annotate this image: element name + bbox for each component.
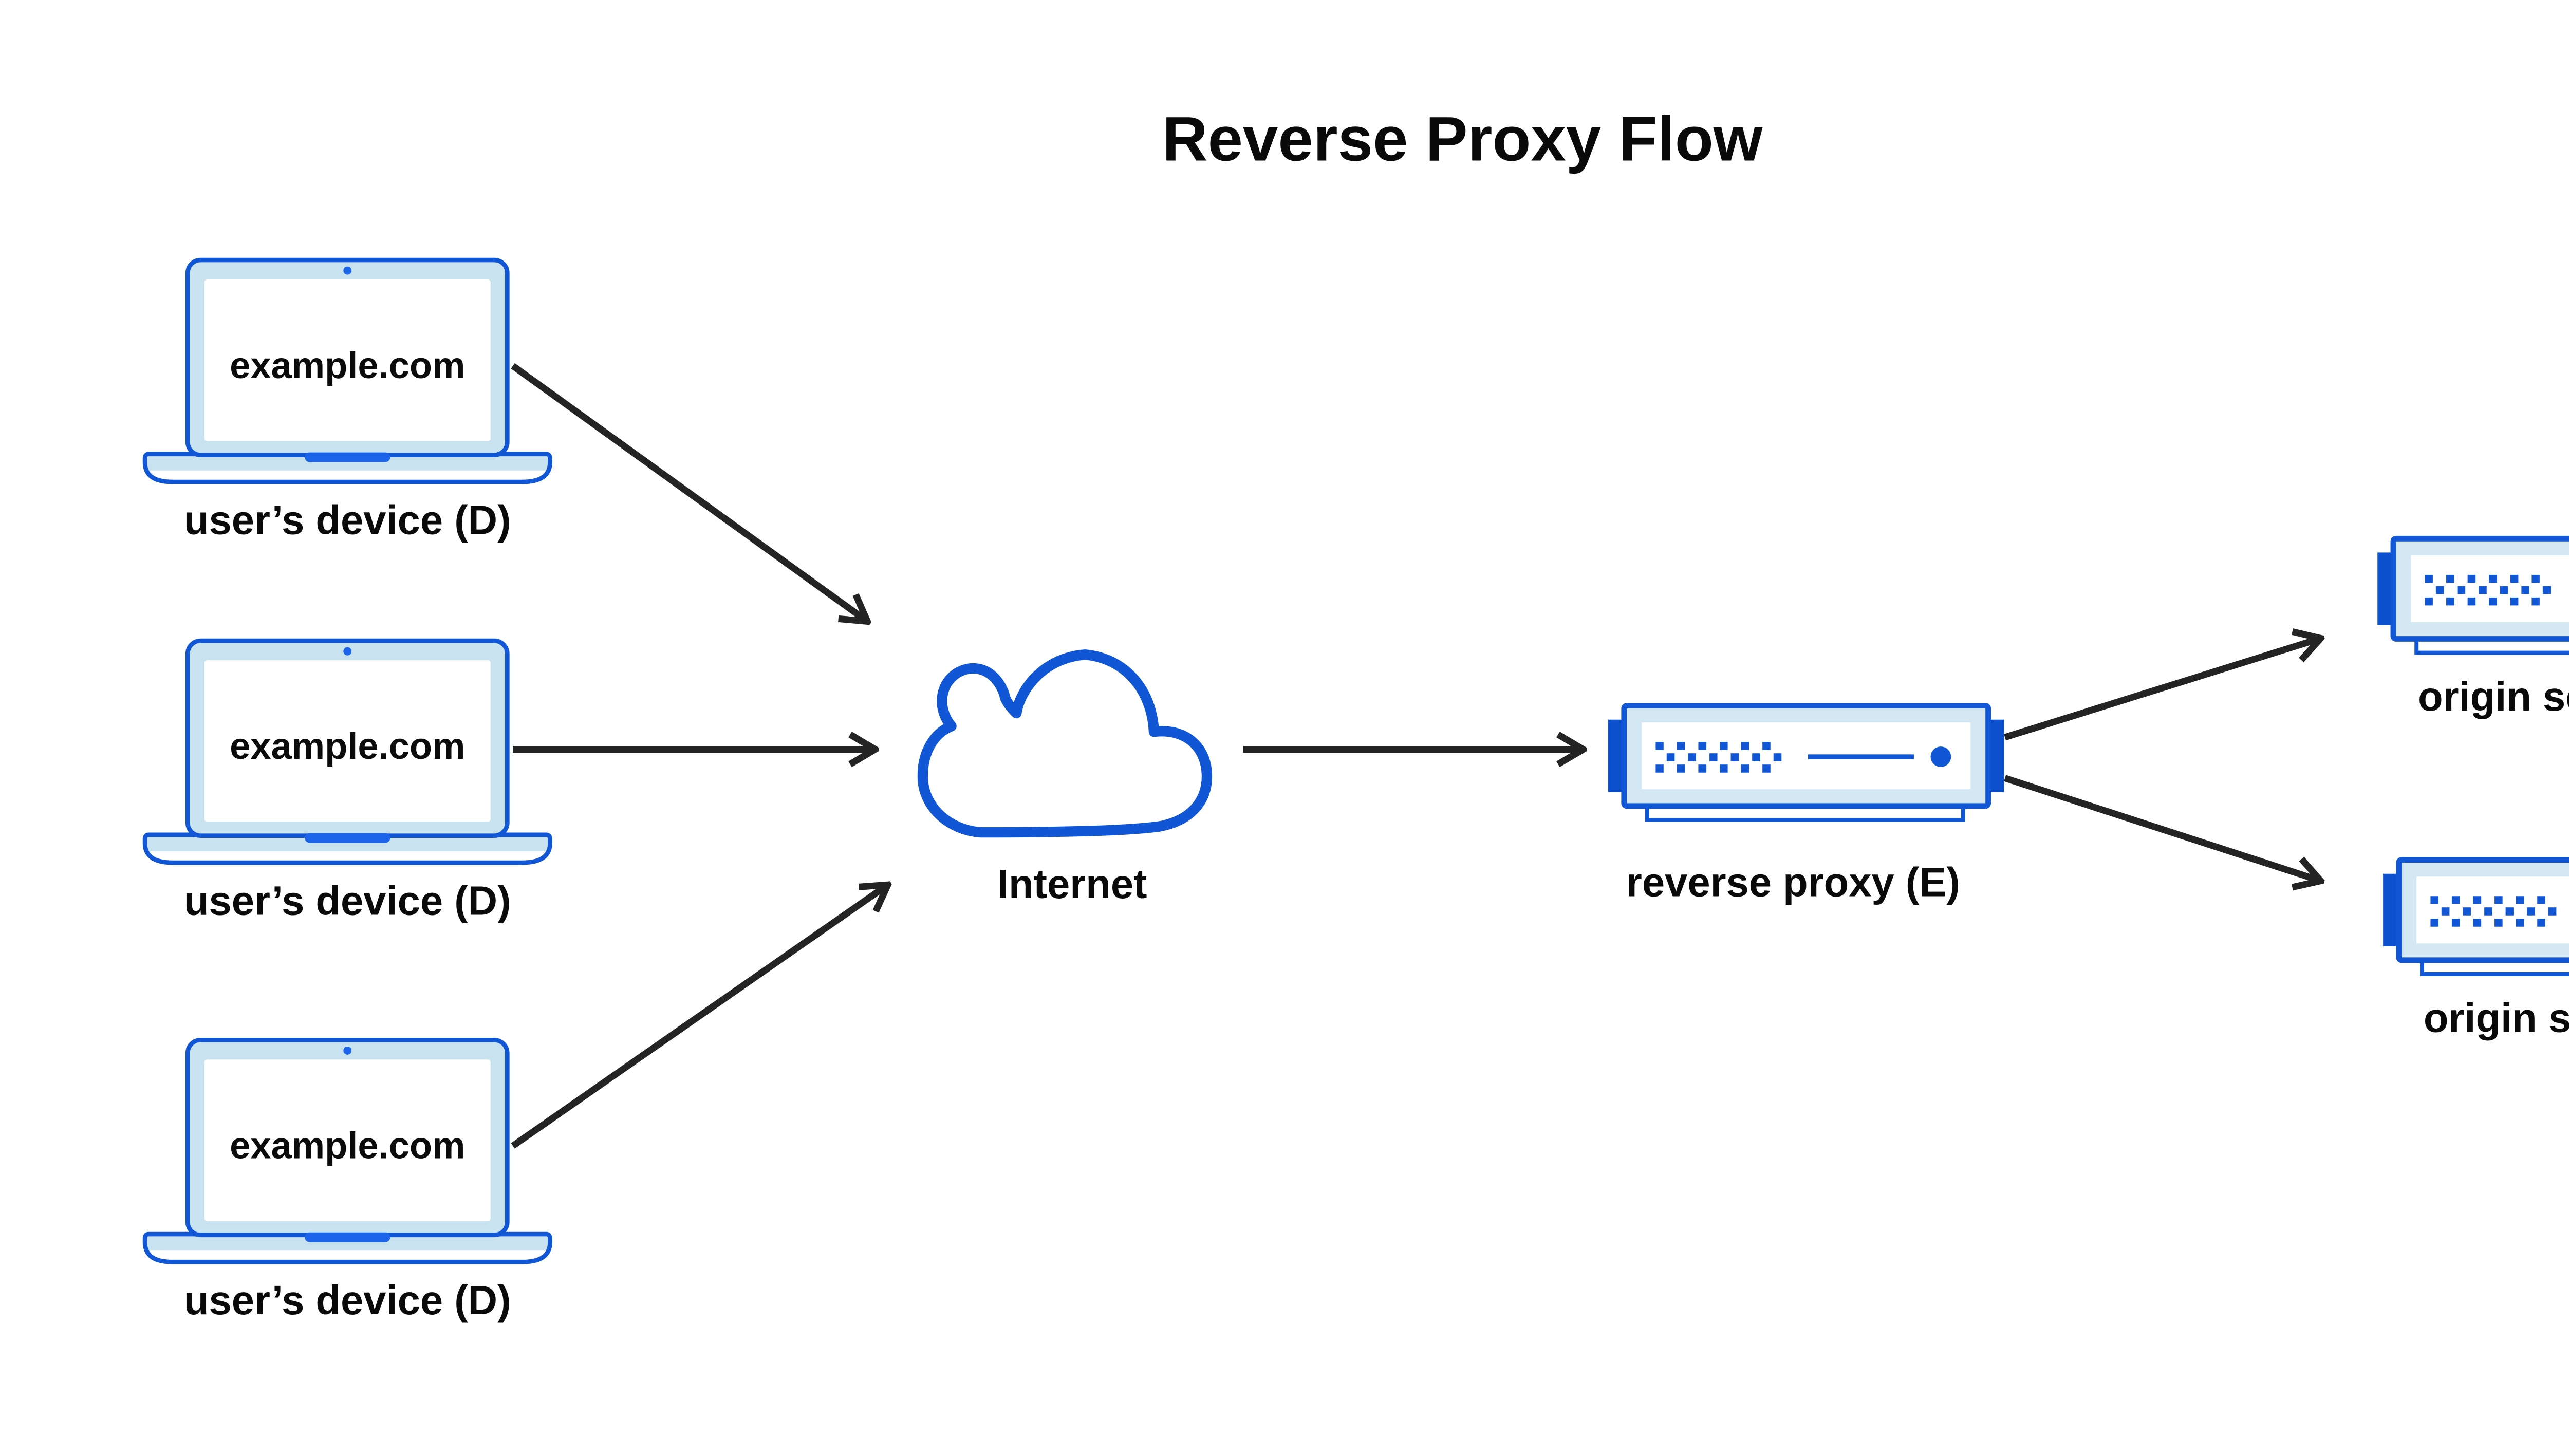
server-icon	[2383, 857, 2569, 976]
camera-dot-icon	[343, 266, 352, 275]
device-screen-text: example.com	[230, 726, 465, 767]
user-device-node-3: example.com user’s device (D)	[142, 1037, 552, 1323]
internet-node: Internet	[917, 649, 1213, 907]
laptop-icon	[142, 638, 552, 865]
arrow-proxy-to-origin2	[2004, 775, 2319, 881]
device-label: user’s device (D)	[184, 1277, 511, 1323]
server-dots	[2430, 896, 2557, 927]
hinge-notch	[305, 833, 390, 843]
arrow-device3-to-internet	[511, 886, 886, 1149]
server-dots	[1655, 742, 1782, 773]
hinge-notch	[305, 452, 390, 462]
origin-server-node-1: origin server (F)	[2377, 535, 2569, 719]
device-label: user’s device (D)	[184, 497, 511, 543]
origin-server-node-2: origin server (F)	[2383, 857, 2569, 1040]
user-device-node-1: example.com user’s device (D)	[142, 257, 552, 543]
origin-server-label: origin server (F)	[2418, 674, 2569, 719]
camera-dot-icon	[343, 1046, 352, 1055]
laptop-icon	[142, 257, 552, 484]
device-screen-text: example.com	[230, 345, 465, 386]
hinge-notch	[305, 1232, 390, 1242]
page-title: Reverse Proxy Flow	[1162, 104, 1763, 175]
server-icon	[1608, 703, 2004, 822]
user-device-node-2: example.com user’s device (D)	[142, 638, 552, 924]
server-power-dot	[1930, 746, 1951, 767]
server-dots	[2425, 574, 2552, 606]
flow-arrows	[511, 363, 2319, 1149]
laptop-icon	[142, 1037, 552, 1264]
internet-label: Internet	[997, 861, 1147, 907]
reverse-proxy-label: reverse proxy (E)	[1626, 860, 1960, 905]
cloud-icon	[917, 649, 1213, 838]
origin-server-label: origin server (F)	[2424, 995, 2569, 1040]
camera-dot-icon	[343, 647, 352, 656]
device-screen-text: example.com	[230, 1125, 465, 1166]
device-label: user’s device (D)	[184, 878, 511, 924]
arrow-device1-to-internet	[511, 363, 866, 620]
arrow-proxy-to-origin1	[2004, 639, 2319, 741]
server-icon	[2377, 535, 2569, 655]
reverse-proxy-node: reverse proxy (E)	[1608, 703, 2004, 905]
